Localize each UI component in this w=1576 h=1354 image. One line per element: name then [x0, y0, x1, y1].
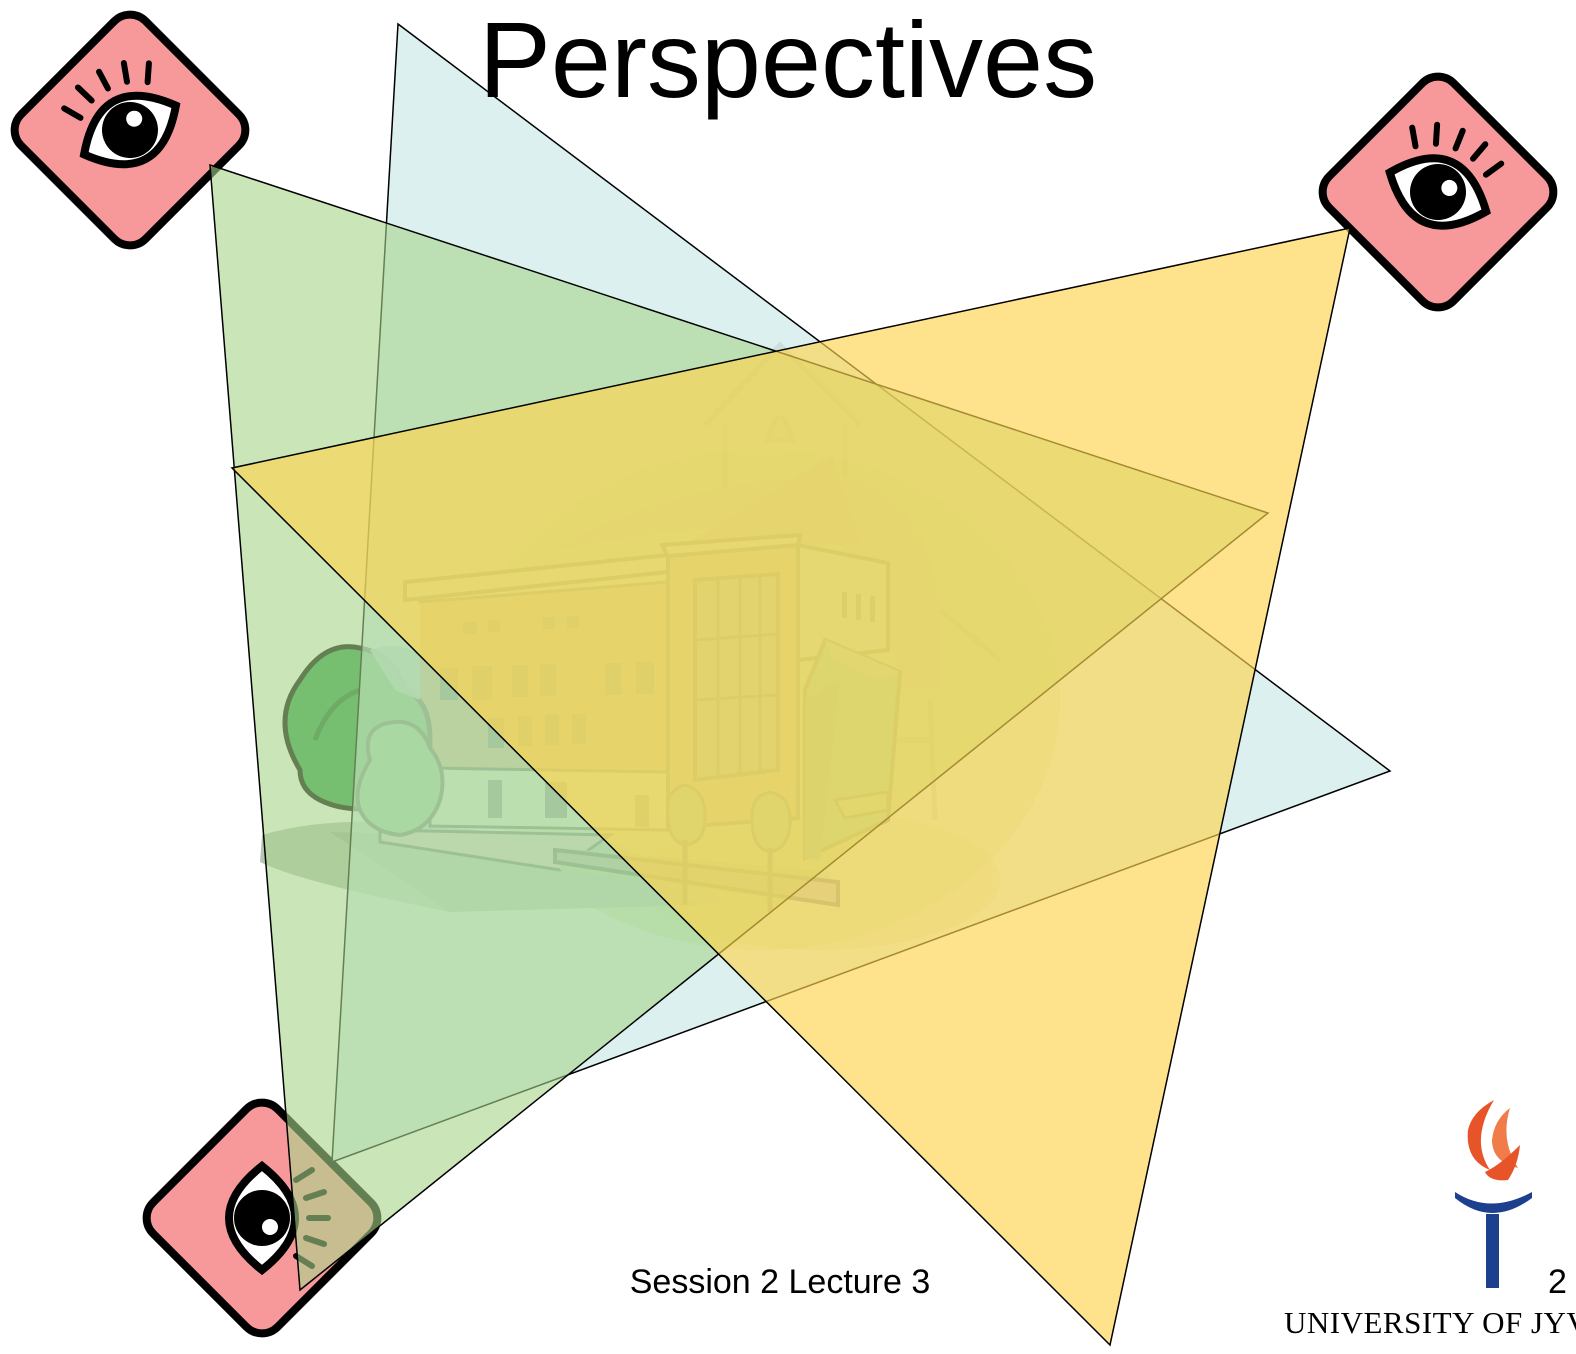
view-cone-yellow	[230, 227, 1351, 1347]
university-torch-logo	[1455, 1100, 1532, 1288]
eye-icon-top-right	[1318, 72, 1558, 312]
perspective-cones	[209, 22, 1392, 1347]
slide-footer: Session 2 Lecture 3	[629, 1263, 931, 1301]
slide-title: Perspectives	[478, 0, 1098, 120]
eye-icon-top-left	[10, 10, 250, 250]
university-logo-text: UNIVERSITY OF JYV	[1284, 1305, 1576, 1340]
page-number: 2	[1548, 1263, 1567, 1301]
